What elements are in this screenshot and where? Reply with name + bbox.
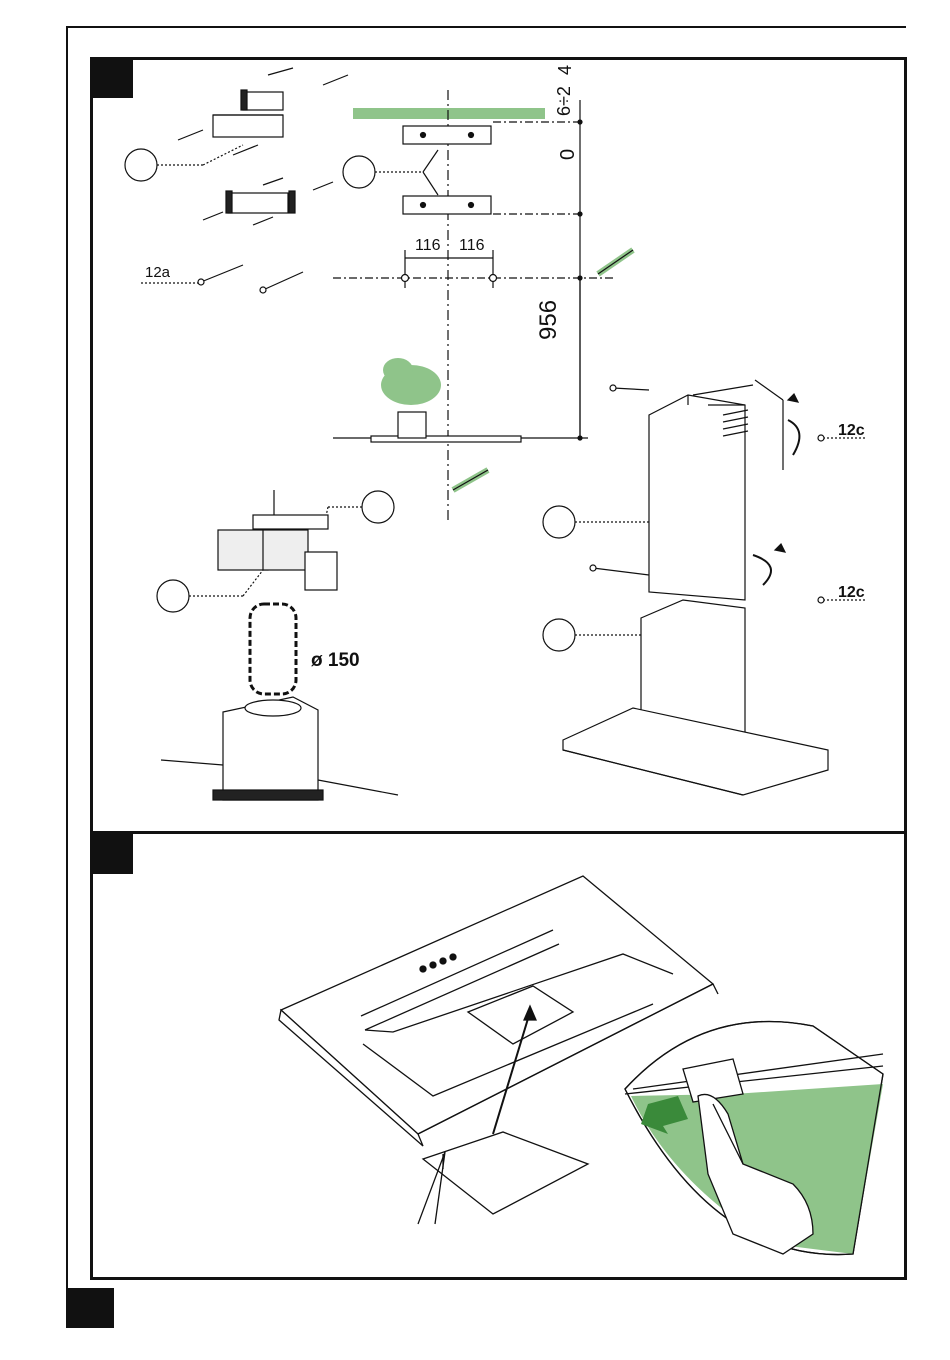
filter-panel-icon [423, 1132, 588, 1214]
label-dim-956: 956 [535, 300, 563, 340]
rotate-arrow-icon [753, 544, 785, 585]
callout-circle-3 [362, 491, 394, 523]
label-dim-116-left: 116 [415, 237, 441, 255]
page-top-rule [66, 26, 906, 28]
callout-circle-2 [343, 156, 375, 188]
ceiling-strip-icon [353, 108, 545, 119]
label-duct-diameter: ø 150 [311, 650, 360, 672]
rotate-arrow-icon [788, 394, 799, 455]
label-dim-0: 0 [557, 149, 580, 160]
pencil-icon [453, 470, 488, 490]
callout-circle-1 [125, 149, 157, 181]
callout-circle-6 [543, 619, 575, 651]
pencil-icon [598, 250, 633, 274]
label-dim-116-right: 116 [459, 237, 485, 255]
bracket-set-icon [178, 68, 348, 225]
filter-diagram [93, 834, 904, 1277]
panel-installation: 12a 116 116 956 0 6÷2 4 12c 12c ø 150 [90, 57, 907, 834]
callout-circle-5 [543, 506, 575, 538]
page-bottom-tab [66, 1288, 114, 1328]
label-12a: 12a [145, 264, 170, 281]
label-12c-top: 12c [838, 422, 865, 440]
label-dim-top: 4 [555, 65, 576, 75]
label-12c-bottom: 12c [838, 584, 865, 602]
panel-filter [90, 831, 907, 1280]
label-dim-range: 6÷2 [554, 86, 575, 116]
installation-diagram [93, 60, 904, 831]
callout-circle-4 [157, 580, 189, 612]
page-left-rule [66, 26, 68, 1326]
